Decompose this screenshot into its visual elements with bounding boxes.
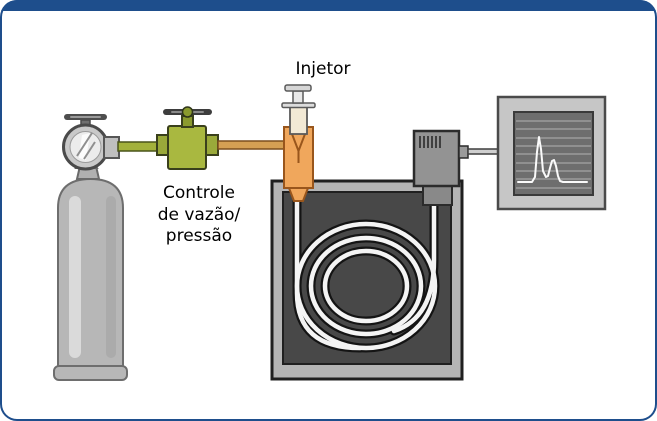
column-loop-middle — [308, 235, 424, 337]
cylinder-base — [53, 365, 128, 381]
flow-control-label-line3: pressão — [165, 226, 233, 246]
gas-cylinder — [53, 114, 128, 381]
valve-body — [167, 125, 207, 170]
screen-gridlines — [516, 120, 591, 189]
syringe-plunger-cap — [284, 84, 312, 92]
column-loop-outer — [294, 221, 438, 351]
gauge-needle-2 — [83, 141, 96, 160]
flow-control-valve — [156, 106, 219, 170]
injector-taper — [287, 187, 310, 202]
column-coil — [294, 197, 438, 351]
chromatogram-trace — [517, 136, 588, 183]
injector-label: Injetor — [295, 59, 351, 79]
flow-control-label-line1: Controle — [163, 183, 235, 203]
flow-control-label-line2: de vazão/ — [157, 204, 241, 225]
syringe-barrel — [289, 105, 308, 135]
gas-line-copper — [217, 140, 285, 150]
detector-vents-icon — [419, 136, 441, 148]
valve-flange-right — [205, 134, 219, 156]
syringe-plunger-rod — [292, 90, 304, 104]
detector — [412, 129, 469, 206]
signal-wire — [467, 148, 500, 155]
gauge-needle — [76, 132, 93, 157]
cylinder-highlight — [69, 196, 81, 358]
syringe — [281, 84, 316, 135]
column-outlet-tube — [391, 203, 437, 334]
injector — [281, 84, 316, 202]
valve-handle-knob — [181, 106, 194, 118]
frame-top-bar — [0, 0, 657, 11]
detector-output-nub — [458, 145, 469, 159]
gas-line-green — [117, 141, 159, 152]
detector-base-block — [422, 185, 453, 206]
column-loop-inner — [322, 248, 410, 324]
cylinder-shade — [106, 196, 116, 358]
flow-control-label: Controle de vazão/ pressão — [136, 183, 262, 248]
gauge-outlet-connector — [103, 136, 120, 159]
recorder-display — [496, 95, 607, 211]
